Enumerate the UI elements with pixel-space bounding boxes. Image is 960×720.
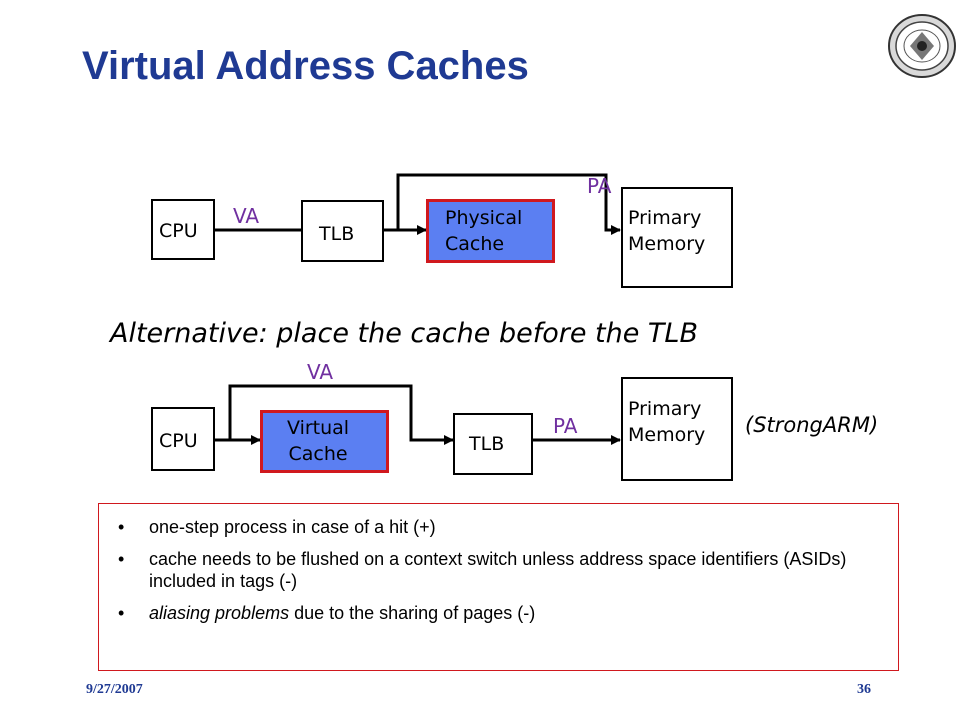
cpu-box: CPU (151, 199, 215, 260)
primary-memory-box-2: Primary Memory (621, 377, 733, 481)
tlb-box: TLB (301, 200, 384, 262)
primary-memory-label: Primary Memory (628, 207, 706, 255)
bullet-text: cache needs to be flushed on a context s… (149, 549, 847, 591)
bullet-marker: • (118, 549, 125, 569)
virtual-cache-label: Virtual Cache (287, 417, 350, 465)
tlb-box-2: TLB (453, 413, 533, 475)
footer-date: 9/27/2007 (86, 682, 143, 697)
tlb-label: TLB (319, 223, 355, 245)
bullet-item: • aliasing problems due to the sharing of… (99, 602, 898, 624)
wire-tlb-memory (396, 173, 621, 235)
strongarm-note: (StrongARM) (745, 413, 879, 437)
cpu-box-2: CPU (151, 407, 215, 471)
bullet-text: due to the sharing of pages (-) (289, 603, 536, 623)
bullet-item: • one-step process in case of a hit (+) (99, 516, 898, 538)
bullet-emphasis: aliasing problems (149, 603, 290, 623)
primary-memory-label-2: Primary Memory (628, 398, 706, 446)
bullet-marker: • (118, 517, 125, 537)
cpu-label: CPU (159, 220, 198, 242)
va-label-2: VA (307, 360, 334, 384)
va-label: VA (233, 204, 260, 228)
physical-cache-label: Physical Cache (445, 207, 523, 255)
bullet-text: one-step process in case of a hit (+) (149, 517, 436, 537)
physical-cache-box: Physical Cache (426, 199, 555, 263)
bullet-item: • cache needs to be flushed on a context … (99, 548, 898, 592)
notes-box: • one-step process in case of a hit (+) •… (98, 503, 899, 671)
pa-label: PA (587, 174, 612, 198)
primary-memory-box: Primary Memory (621, 187, 733, 288)
pa-label-2: PA (553, 414, 578, 438)
tlb-label-2: TLB (469, 433, 505, 455)
page-number: 36 (857, 682, 871, 697)
university-seal-logo (888, 14, 956, 78)
slide-title: Virtual Address Caches (82, 44, 529, 88)
alternative-caption: Alternative: place the cache before the … (110, 318, 698, 349)
wire-cpu-tlb (228, 384, 454, 445)
cpu-label-2: CPU (159, 430, 198, 452)
bullet-marker: • (118, 603, 125, 623)
virtual-cache-box: Virtual Cache (260, 410, 389, 473)
